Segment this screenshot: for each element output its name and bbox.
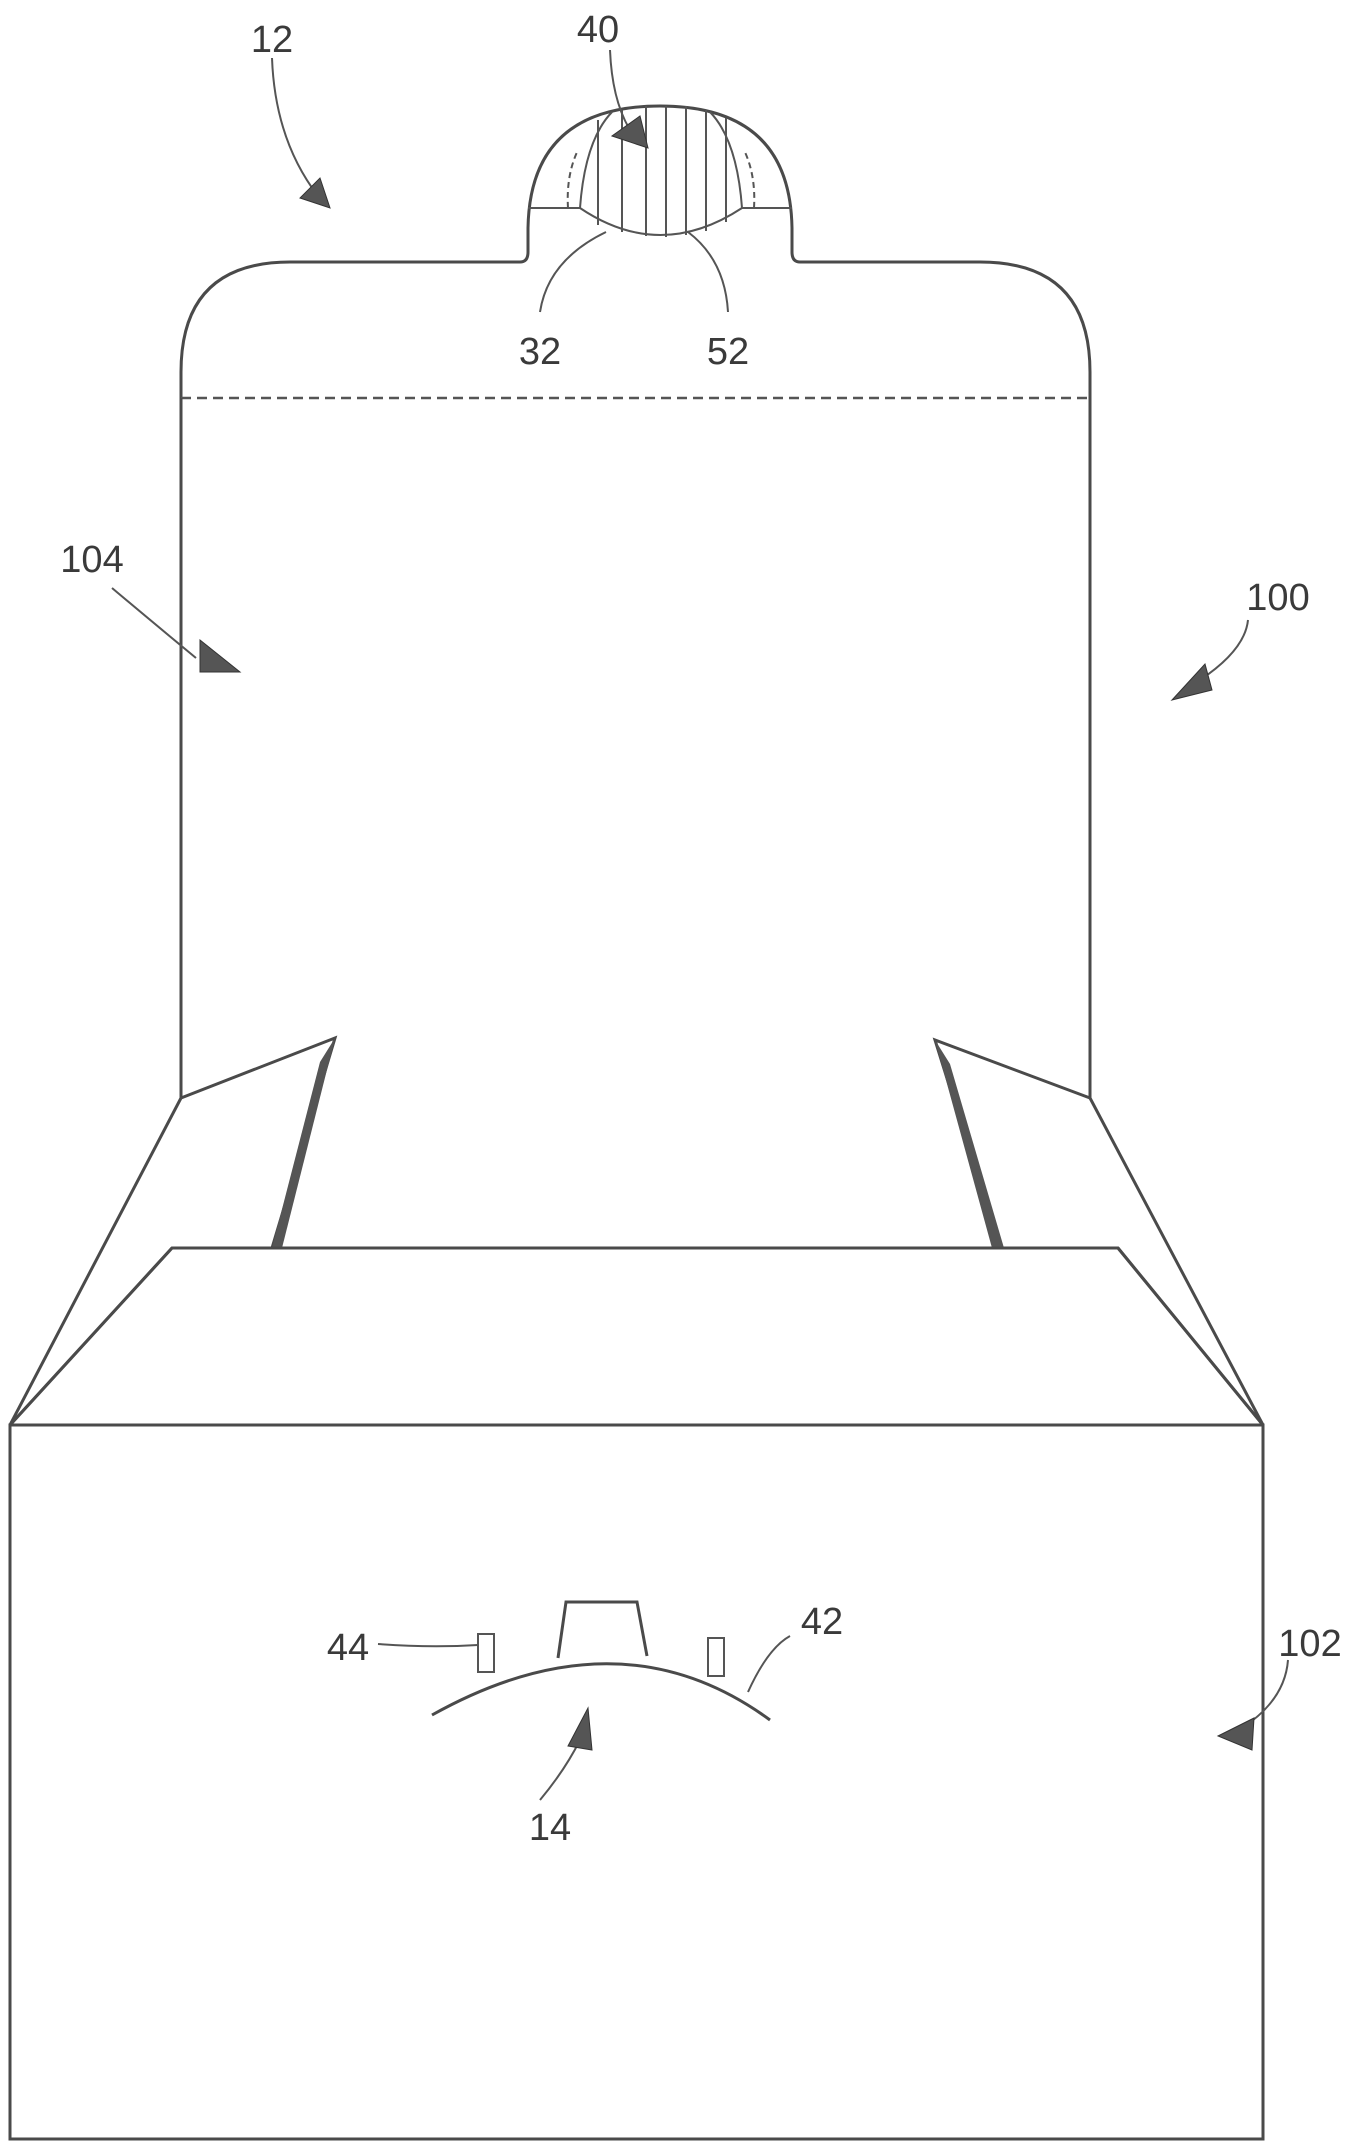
upper-panel-104 [179,104,1092,1098]
ref-label-104: 104 [60,539,123,581]
lower-panel-102 [8,1246,1265,2141]
ref-label-44: 44 [327,1627,369,1669]
tab-window-40 [528,106,792,237]
handle-opening-14 [431,1600,771,1722]
ref-label-40: 40 [577,9,619,51]
left-gusset [8,1035,338,1427]
ref-label-102: 102 [1278,1623,1341,1665]
ref-label-100: 100 [1246,577,1309,619]
reference-labels: 12 40 32 52 104 100 44 42 14 102 [60,9,1341,1849]
ref-label-12: 12 [251,19,293,61]
ref-label-14: 14 [529,1807,571,1849]
ref-label-32: 32 [519,331,561,373]
ref-label-42: 42 [801,1601,843,1643]
leaders [111,49,1289,1801]
ref-label-52: 52 [707,331,749,373]
